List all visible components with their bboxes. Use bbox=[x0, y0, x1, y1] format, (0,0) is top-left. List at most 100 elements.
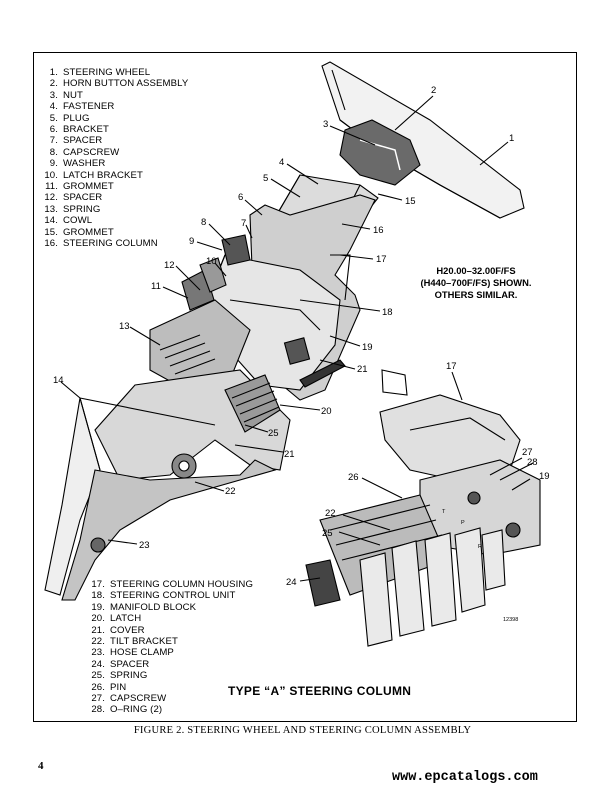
legend-item-label: GROMMET bbox=[63, 181, 114, 193]
model-note-line-1: H20.00–32.00F/FS bbox=[436, 265, 516, 276]
legend-item: 27. CAPSCREW bbox=[85, 693, 253, 704]
legend-item-label: COVER bbox=[110, 624, 145, 636]
callout-17: 17 bbox=[376, 254, 387, 265]
callout-14: 14 bbox=[53, 375, 64, 386]
detail-callout-28: 28 bbox=[527, 457, 538, 468]
legend-item-label: TILT BRACKET bbox=[110, 636, 179, 648]
legend-item-label: PLUG bbox=[63, 112, 90, 124]
callout-15: 15 bbox=[405, 196, 416, 207]
detail-callout-19: 19 bbox=[539, 471, 550, 482]
legend-item-number: 24. bbox=[91, 658, 105, 670]
legend-item: 19. MANIFOLD BLOCK bbox=[85, 602, 253, 613]
model-note-line-2: (H440–700F/FS) SHOWN. bbox=[420, 277, 532, 289]
legend-item-number: 1. bbox=[49, 67, 58, 78]
drawing-title: TYPE “A” STEERING COLUMN bbox=[228, 684, 412, 698]
legend-item-number: 13. bbox=[44, 203, 58, 215]
legend-item-number: 3. bbox=[49, 89, 58, 101]
callout-4: 4 bbox=[279, 157, 284, 168]
art-id: 12398 bbox=[503, 617, 518, 623]
detail-callout-17: 17 bbox=[446, 361, 457, 372]
callout-18: 18 bbox=[382, 307, 393, 318]
legend-item-label: SPACER bbox=[63, 192, 103, 204]
detail-callout-25: 25 bbox=[322, 528, 333, 539]
legend-item-number: 20. bbox=[91, 613, 105, 625]
port-label-t: T bbox=[442, 509, 446, 515]
legend-item-label: WASHER bbox=[63, 158, 106, 170]
legend-item-label: SPRING bbox=[63, 203, 101, 215]
legend-item: 13. SPRING bbox=[38, 204, 188, 215]
legend-item-label: STEERING COLUMN HOUSING bbox=[110, 579, 254, 590]
legend-item: 5. PLUG bbox=[38, 113, 188, 124]
callout-3: 3 bbox=[323, 119, 328, 130]
legend-item: 25. SPRING bbox=[85, 670, 253, 681]
legend-item: 10.LATCH BRACKET bbox=[38, 170, 188, 181]
legend-item: 8.CAPSCREW bbox=[38, 147, 188, 158]
legend-item-label: GROMMET bbox=[63, 226, 114, 238]
legend-item-number: 19. bbox=[91, 601, 105, 613]
legend-item-number: 16. bbox=[44, 238, 58, 250]
legend-item: 2.HORN BUTTON ASSEMBLY bbox=[38, 78, 188, 89]
port-label-r: R bbox=[478, 544, 482, 550]
callout-19: 19 bbox=[362, 342, 373, 353]
watermark: www.epcatalogs.com bbox=[392, 770, 538, 785]
legend-item-number: 28. bbox=[91, 704, 105, 716]
legend-item-label: STEERING COLUMN bbox=[63, 238, 158, 250]
figure-caption: FIGURE 2. STEERING WHEEL AND STEERING CO… bbox=[133, 725, 472, 736]
legend-item: 28.O–RING (2) bbox=[85, 704, 253, 715]
callout-10: 10 bbox=[206, 256, 217, 267]
legend-item: 12. SPACER bbox=[38, 192, 188, 203]
legend-item-label: CAPSCREW bbox=[110, 693, 167, 705]
legend-item: 6.BRACKET bbox=[38, 124, 188, 135]
legend-item: 11. GROMMET bbox=[38, 181, 188, 192]
legend-item: 18. STEERING CONTROL UNIT bbox=[85, 590, 253, 601]
callout-7: 7 bbox=[241, 218, 246, 229]
model-note: H20.00–32.00F/FS (H440–700F/FS) SHOWN. O… bbox=[396, 265, 556, 302]
legend-parts-17-28: 17. STEERING COLUMN HOUSING 18. STEERING CO… bbox=[85, 579, 253, 716]
legend-item-number: 5. bbox=[49, 112, 58, 124]
detail-callout-22: 22 bbox=[325, 508, 336, 519]
legend-item-label: FASTENER bbox=[63, 101, 115, 113]
legend-item-label: SPACER bbox=[110, 658, 150, 670]
callout-1: 1 bbox=[509, 133, 514, 144]
legend-item: 14.COWL bbox=[38, 215, 188, 226]
legend-item: 20.LATCH bbox=[85, 613, 253, 624]
legend-item-number: 9. bbox=[49, 158, 58, 170]
legend-item-number: 12. bbox=[44, 192, 58, 204]
callout-2: 2 bbox=[431, 85, 436, 96]
legend-item-label: BRACKET bbox=[63, 124, 110, 136]
legend-item-number: 11. bbox=[45, 181, 58, 193]
legend-item-label: STEERING WHEEL bbox=[63, 67, 151, 78]
legend-item-label: HOSE CLAMP bbox=[110, 647, 174, 659]
legend-item: 23. HOSE CLAMP bbox=[85, 647, 253, 658]
figure-frame bbox=[33, 52, 577, 722]
legend-item-number: 26. bbox=[91, 681, 105, 693]
legend-item-label: SPACER bbox=[63, 135, 103, 147]
legend-item-label: MANIFOLD BLOCK bbox=[110, 601, 197, 613]
detail-callout-27: 27 bbox=[522, 447, 533, 458]
legend-item-label: SPRING bbox=[110, 670, 148, 682]
legend-item: 15. GROMMET bbox=[38, 227, 188, 238]
callout-21: 21 bbox=[357, 364, 368, 375]
legend-item: 21.COVER bbox=[85, 625, 253, 636]
model-note-line-3: OTHERS SIMILAR. bbox=[434, 289, 518, 301]
legend-item: 17. STEERING COLUMN HOUSING bbox=[85, 579, 253, 590]
callout-11: 11 bbox=[151, 281, 161, 292]
legend-item-number: 23. bbox=[91, 647, 105, 659]
callout-20: 20 bbox=[321, 406, 332, 417]
legend-item-number: 7. bbox=[49, 135, 58, 147]
legend-item: 9. WASHER bbox=[38, 158, 188, 169]
legend-item: 26.PIN bbox=[85, 682, 253, 693]
legend-item-number: 15. bbox=[44, 226, 58, 238]
legend-item-number: 18. bbox=[91, 590, 105, 602]
legend-item: 1. STEERING WHEEL bbox=[38, 67, 188, 78]
legend-item-label: HORN BUTTON ASSEMBLY bbox=[63, 78, 189, 90]
callout-25: 25 bbox=[268, 428, 279, 439]
legend-item: 16. STEERING COLUMN bbox=[38, 238, 188, 249]
callout-12: 12 bbox=[164, 260, 175, 271]
legend-item-label: STEERING CONTROL UNIT bbox=[110, 590, 236, 602]
callout-8: 8 bbox=[201, 217, 206, 228]
legend-item-number: 27. bbox=[91, 693, 105, 705]
legend-item-number: 25. bbox=[91, 670, 105, 682]
legend-item-number: 17. bbox=[91, 579, 105, 590]
